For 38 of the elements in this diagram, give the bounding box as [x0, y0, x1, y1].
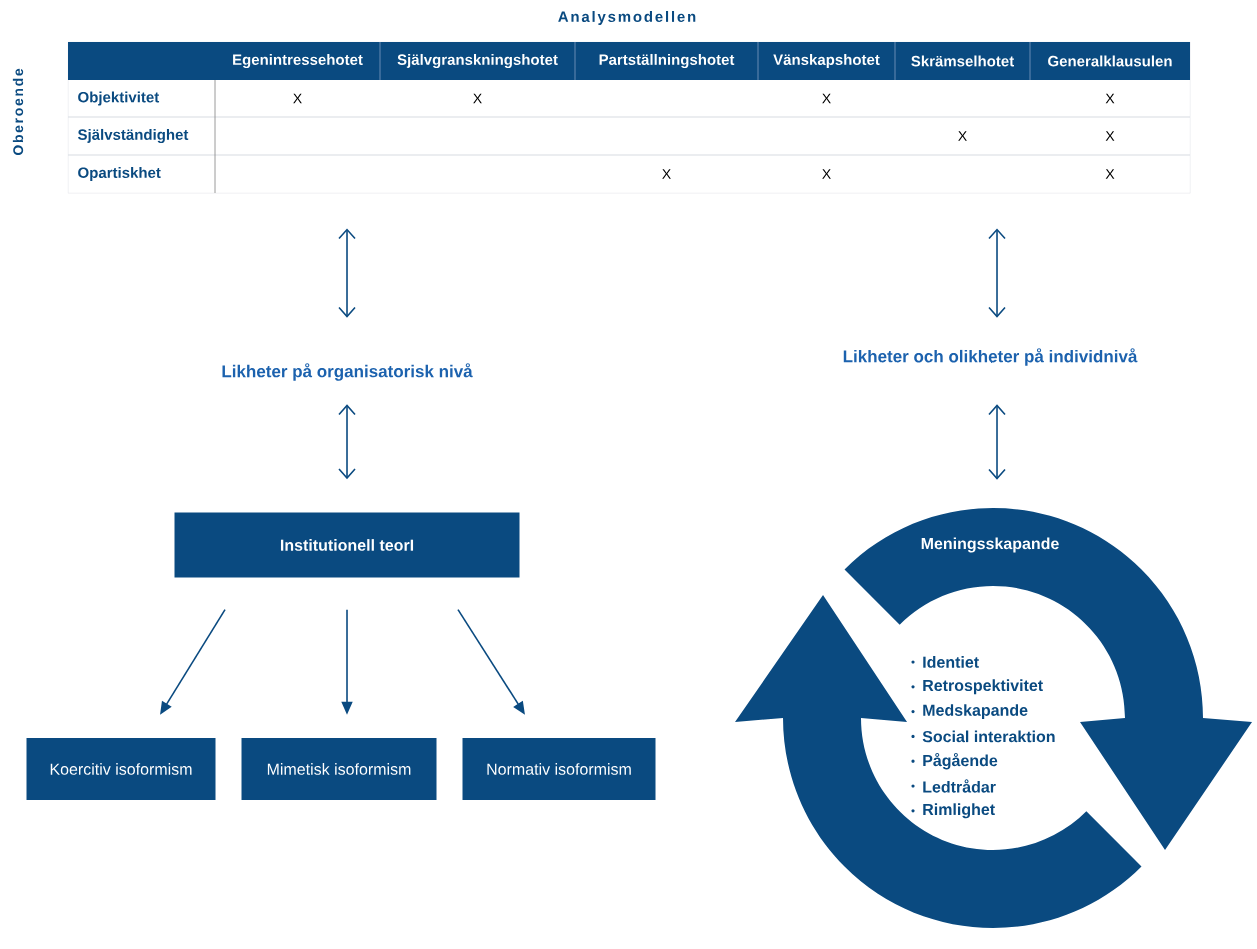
bullet-item: Social interaktion	[911, 730, 1055, 743]
side-label: Oberoende	[12, 68, 24, 156]
row-header: Objektivitet	[78, 91, 160, 106]
arrow	[338, 228, 356, 318]
box: Mimetisk isoformism	[241, 738, 437, 800]
arrow	[988, 228, 1006, 318]
box: Normativ isoformism	[462, 738, 656, 800]
box: Koercitiv isoformism	[26, 738, 216, 800]
cross-mark: X	[1105, 169, 1115, 179]
cross-mark: X	[822, 169, 831, 179]
box: Institutionell teorI	[174, 512, 520, 578]
bullet-item: Retrospektivitet	[911, 679, 1043, 695]
column-header: Vänskapshotet	[773, 54, 880, 68]
row-header: Opartiskhet	[78, 167, 161, 181]
title: Analysmodellen	[558, 11, 696, 25]
row-header: Självständighet	[78, 128, 189, 143]
cross-mark: X	[1105, 131, 1115, 141]
column-header: Partställningshotet	[599, 53, 735, 68]
cross-mark: X	[822, 93, 831, 104]
bullet-item: Medskapande	[911, 704, 1028, 720]
column-header: Generalklausulen	[1048, 55, 1172, 67]
arrow	[988, 404, 1006, 480]
heading: Likheter på organisatorisk nivå	[222, 363, 473, 381]
cross-mark: X	[293, 93, 302, 104]
bullet-item: Rimlighet	[911, 803, 995, 819]
cross-mark: X	[1105, 93, 1115, 104]
arrow	[338, 404, 356, 480]
cycle-heading: Meningsskapande	[921, 537, 1059, 553]
cross-mark: X	[958, 131, 967, 141]
bullet-item: Ledtrådar	[911, 779, 996, 793]
column-header: Egenintressehotet	[233, 53, 363, 68]
heading: Likheter och olikheter på individnivå	[843, 348, 1138, 366]
bullet-item: Pågående	[911, 752, 998, 770]
cross-mark: X	[662, 169, 671, 179]
column-header: Skrämselhotet	[911, 55, 1014, 67]
cross-mark: X	[473, 93, 482, 104]
column-header: Självgranskningshotet	[397, 53, 558, 68]
bullet-item: Identiet	[911, 656, 979, 668]
